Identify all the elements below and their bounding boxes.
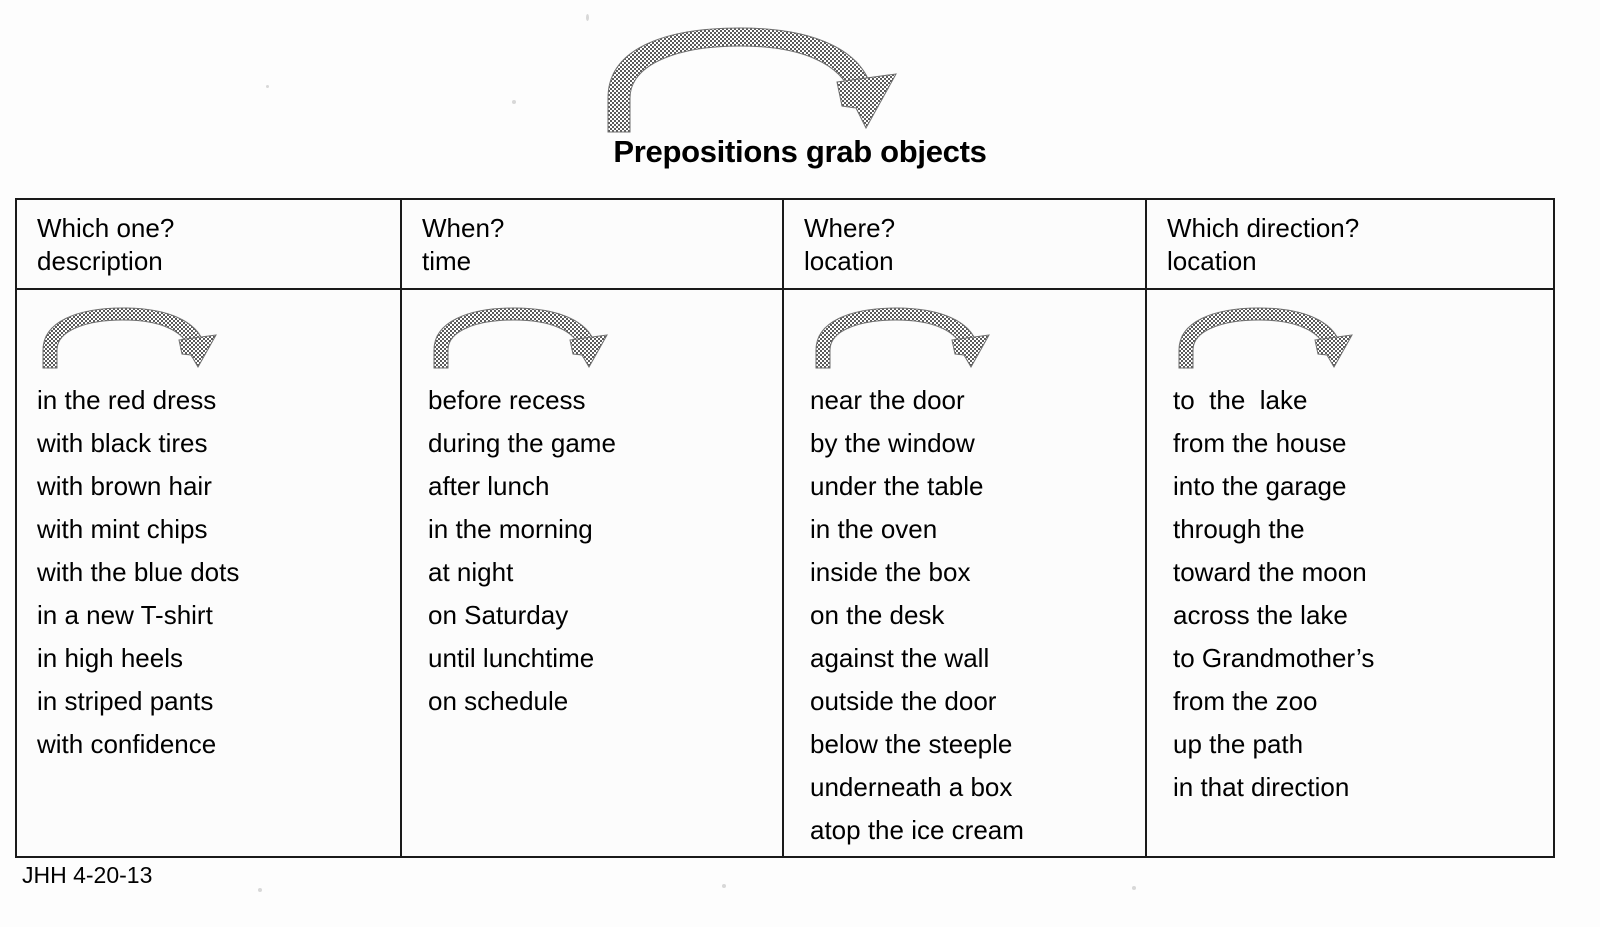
table-body-row: in the red dress with black tires with b… — [17, 290, 1553, 856]
column-header-which-direction: Which direction? location — [1147, 200, 1553, 288]
column-question: When? — [422, 213, 505, 243]
list-item: to Grandmother’s — [1173, 643, 1375, 673]
scan-speck — [258, 888, 262, 892]
list-item: with the blue dots — [37, 557, 240, 587]
list-item: in striped pants — [37, 686, 214, 716]
column-header-where: Where? location — [784, 200, 1147, 288]
list-item: atop the ice cream — [810, 815, 1024, 845]
column-question: Which direction? — [1167, 213, 1360, 243]
list-item: in the oven — [810, 514, 938, 544]
list-item: at night — [428, 557, 514, 587]
curved-arrow-right-icon — [1178, 307, 1353, 369]
list-item: during the game — [428, 428, 616, 458]
curved-arrow-right-icon — [815, 307, 990, 369]
column-question: Where? — [804, 213, 896, 243]
list-item: across the lake — [1173, 600, 1348, 630]
list-item: through the — [1173, 514, 1305, 544]
column-body-which-one: in the red dress with black tires with b… — [17, 290, 402, 856]
list-item: up the path — [1173, 729, 1304, 759]
list-item: underneath a box — [810, 772, 1013, 802]
curved-arrow-right-icon — [433, 307, 608, 369]
curved-arrow-right-icon — [607, 27, 897, 133]
list-item: with brown hair — [37, 471, 212, 501]
scan-speck — [586, 14, 589, 21]
list-item: inside the box — [810, 557, 971, 587]
list-item: near the door — [810, 385, 965, 415]
list-item: before recess — [428, 385, 586, 415]
list-item: in the red dress — [37, 385, 217, 415]
list-item: with black tires — [37, 428, 208, 458]
column-subtitle: location — [804, 246, 894, 277]
table-header-row: Which one? description When? time Where?… — [17, 200, 1553, 290]
list-item: to the lake — [1173, 385, 1308, 415]
column-header-which-one: Which one? description — [17, 200, 402, 288]
list-item: against the wall — [810, 643, 990, 673]
scan-speck — [722, 884, 726, 888]
list-item: in that direction — [1173, 772, 1350, 802]
scan-speck — [1132, 886, 1136, 890]
list-item: into the garage — [1173, 471, 1347, 501]
column-body-when: before recess during the game after lunc… — [402, 290, 784, 856]
page-title: Prepositions grab objects — [613, 134, 987, 169]
title-block: Prepositions grab objects — [560, 24, 1040, 174]
column-body-where: near the door by the window under the ta… — [784, 290, 1147, 856]
column-subtitle: description — [37, 246, 163, 277]
list-item: in high heels — [37, 643, 183, 673]
list-item: on the desk — [810, 600, 945, 630]
column-subtitle: location — [1167, 246, 1257, 277]
list-item: in a new T-shirt — [37, 600, 213, 630]
list-item: from the house — [1173, 428, 1347, 458]
phrase-list: in the red dress with black tires with b… — [17, 379, 400, 766]
footer-credit: JHH 4-20-13 — [22, 862, 153, 888]
list-item: until lunchtime — [428, 643, 595, 673]
phrase-list: near the door by the window under the ta… — [784, 379, 1145, 852]
list-item: in the morning — [428, 514, 593, 544]
phrase-list: to the lake from the house into the gara… — [1147, 379, 1553, 809]
column-body-which-direction: to the lake from the house into the gara… — [1147, 290, 1553, 856]
list-item: after lunch — [428, 471, 550, 501]
column-subtitle: time — [422, 246, 472, 277]
list-item: under the table — [810, 471, 984, 501]
scan-speck — [512, 100, 516, 104]
list-item: on schedule — [428, 686, 569, 716]
list-item: from the zoo — [1173, 686, 1318, 716]
prepositions-table: Which one? description When? time Where?… — [15, 198, 1555, 858]
list-item: with mint chips — [37, 514, 208, 544]
scan-speck — [266, 85, 269, 88]
column-header-when: When? time — [402, 200, 784, 288]
list-item: outside the door — [810, 686, 997, 716]
curved-arrow-right-icon — [42, 307, 217, 369]
column-question: Which one? — [37, 213, 175, 243]
list-item: on Saturday — [428, 600, 569, 630]
list-item: below the steeple — [810, 729, 1013, 759]
list-item: with confidence — [37, 729, 217, 759]
list-item: toward the moon — [1173, 557, 1367, 587]
phrase-list: before recess during the game after lunc… — [402, 379, 782, 723]
list-item: by the window — [810, 428, 975, 458]
